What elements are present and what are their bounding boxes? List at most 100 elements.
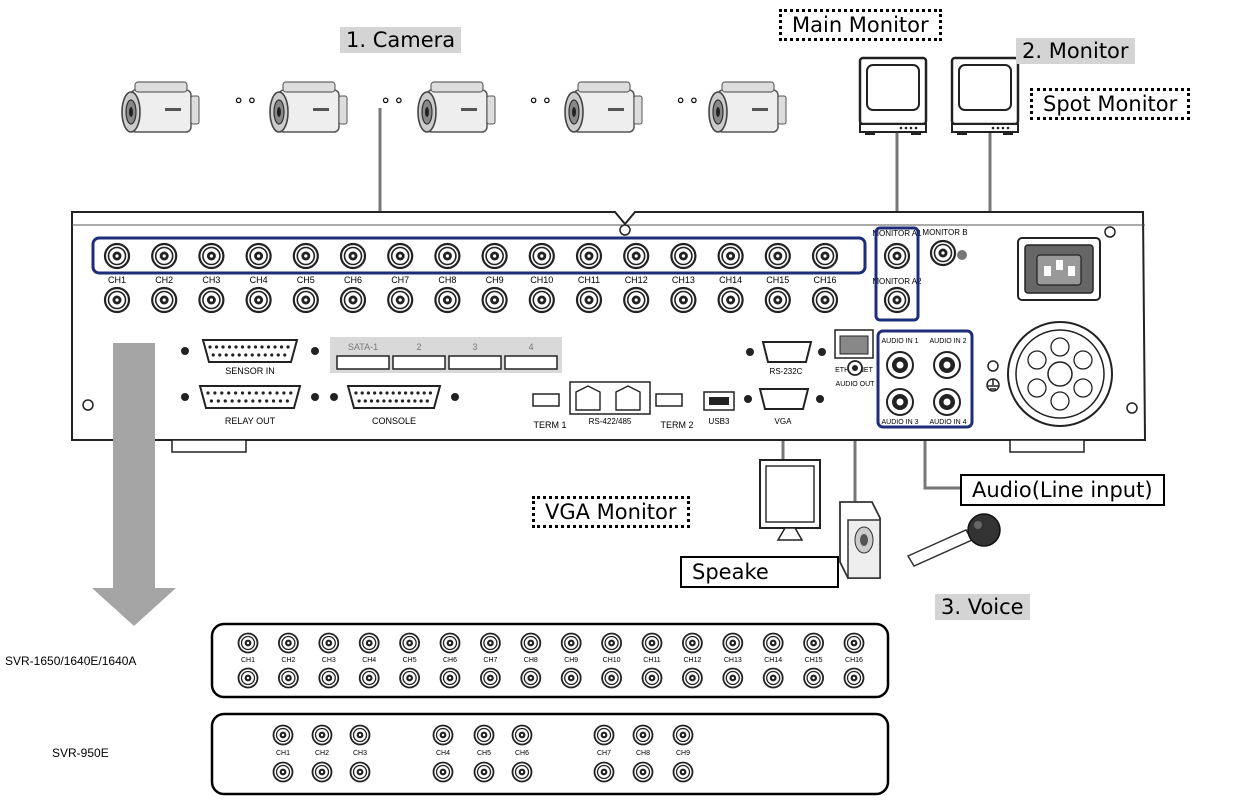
svr950-bnc-ch7-loop — [593, 761, 615, 783]
vga-monitor-icon — [759, 459, 821, 541]
monitor-a1-label: MONITOR A1 — [872, 229, 922, 238]
svr1650-bnc-ch4-loop — [358, 667, 380, 689]
svr1650-bnc-ch10-in — [601, 632, 622, 654]
monitor-output-highlight — [874, 226, 920, 322]
svr1650-label-ch3: CH3 — [322, 657, 336, 664]
svr1650-bnc-ch3-in — [318, 632, 340, 654]
svr1650-bnc-ch4-in — [358, 632, 380, 654]
svr950-label-ch2: CH2 — [315, 750, 329, 757]
camera-3 — [417, 81, 496, 133]
bnc-ch6-loop — [339, 286, 367, 314]
svr1650-bnc-ch9-loop — [560, 667, 582, 689]
bnc-ch15-loop — [764, 286, 791, 314]
camera-separator-3: ∘∘ — [528, 90, 555, 111]
channel-label-ch11: CH11 — [578, 275, 600, 285]
svr1650-bnc-ch13-loop — [722, 667, 744, 689]
svr1650-label-ch10: CH10 — [603, 657, 621, 664]
bnc-ch3-in — [198, 242, 225, 270]
sata-label-1: SATA-1 — [348, 342, 378, 352]
bnc-ch7-loop — [387, 286, 414, 314]
svr950-bnc-ch4-in — [432, 724, 454, 746]
svr1650-label-ch9: CH9 — [564, 657, 578, 664]
audio-in-4-label: AUDIO IN 4 — [930, 419, 967, 426]
svr950-bnc-ch8-loop — [632, 761, 654, 783]
main-monitor-label: Main Monitor — [779, 9, 942, 41]
down-arrow-icon — [92, 343, 176, 626]
svr1650-bnc-ch11-in — [641, 632, 663, 654]
svr950-bnc-ch9-loop — [672, 761, 694, 783]
svr1650-label-ch16: CH16 — [845, 657, 863, 664]
camera-4 — [564, 81, 643, 133]
channel-label-ch14: CH14 — [719, 275, 742, 285]
bnc-ch16-loop — [811, 286, 839, 314]
svr950-label-ch9: CH9 — [676, 750, 690, 757]
sensor-in-connector — [181, 339, 319, 363]
svr1650-label-ch14: CH14 — [764, 657, 782, 664]
svr950-label-ch3: CH3 — [353, 750, 367, 757]
svr950-label-ch7: CH7 — [597, 750, 611, 757]
bnc-ch12-in — [623, 242, 650, 270]
spot-monitor-icon — [950, 56, 1020, 137]
svr950-bnc-ch1-in — [272, 724, 294, 746]
svr950-bnc-ch7-in — [593, 724, 615, 746]
svr1650-label-ch15: CH15 — [805, 657, 823, 664]
console-connector — [330, 385, 459, 409]
microphone-icon — [906, 513, 1001, 567]
usb-label: USB3 — [709, 417, 730, 426]
svr950-bnc-ch3-in — [349, 724, 371, 746]
svr1650-bnc-ch15-in — [803, 632, 824, 654]
svr1650-bnc-ch14-loop — [762, 667, 784, 689]
svr950-label-ch5: CH5 — [477, 750, 491, 757]
term1-label: TERM 1 — [533, 420, 566, 430]
channel-label-ch15: CH15 — [766, 275, 789, 285]
svr1650-label-ch5: CH5 — [403, 657, 417, 664]
svr1650-bnc-ch2-loop — [277, 667, 299, 689]
channel-label-ch4: CH4 — [250, 275, 268, 285]
spot-monitor-label: Spot Monitor — [1030, 88, 1191, 120]
svr950-bnc-ch4-loop — [432, 761, 454, 783]
bnc-ch4-in — [245, 242, 272, 270]
monitor-label: 2. Monitor — [1016, 38, 1135, 64]
svr950-bnc-ch6-loop — [511, 761, 533, 783]
svr1650-bnc-ch12-in — [682, 632, 703, 654]
svr1650-bnc-ch15-loop — [803, 667, 824, 689]
svr1650-label-ch1: CH1 — [241, 657, 255, 664]
camera-1 — [121, 81, 200, 133]
svr1650-bnc-ch8-in — [520, 632, 542, 654]
audio-line-input-label: Audio(Line input) — [960, 474, 1165, 506]
svr1650-bnc-ch16-in — [843, 632, 865, 654]
svr1650-bnc-ch10-loop — [601, 667, 622, 689]
svr1650-bnc-ch6-in — [439, 632, 461, 654]
bnc-ch10-in — [528, 242, 555, 270]
model-svr950-label: SVR-950E — [52, 746, 109, 760]
svr950-bnc-ch2-in — [311, 724, 333, 746]
rs232c-label: RS-232C — [770, 367, 803, 376]
svr1650-label-ch4: CH4 — [362, 657, 376, 664]
channel-label-ch6: CH6 — [344, 275, 362, 285]
svr1650-bnc-ch2-in — [277, 632, 299, 654]
model-svr1650-label: SVR-1650/1640E/1640A — [5, 654, 137, 668]
channel-label-ch2: CH2 — [155, 275, 173, 285]
bnc-ch11-loop — [575, 286, 603, 314]
sata-label-3: 3 — [472, 342, 477, 352]
bnc-ch14-loop — [717, 286, 744, 314]
svr1650-bnc-ch7-loop — [479, 667, 501, 689]
svr1650-bnc-ch1-loop — [237, 667, 259, 689]
channel-label-ch1: CH1 — [108, 275, 126, 285]
audio-out-label: AUDIO OUT — [836, 381, 876, 388]
vga-label: VGA — [775, 417, 793, 426]
svr950-label-ch6: CH6 — [515, 750, 529, 757]
svr1650-bnc-ch1-in — [237, 632, 259, 654]
bnc-ch14-in — [717, 242, 744, 270]
audio-input-highlight — [876, 329, 974, 429]
svr950-panel — [210, 712, 890, 796]
audio-in-2-label: AUDIO IN 2 — [930, 338, 967, 345]
bnc-ch1-loop — [103, 286, 131, 314]
rs422-label: RS-422/485 — [589, 417, 632, 426]
svr1650-bnc-ch13-in — [722, 632, 744, 654]
channel-label-ch3: CH3 — [202, 275, 220, 285]
sata-label-4: 4 — [528, 342, 533, 352]
camera-input-highlight — [91, 236, 867, 275]
